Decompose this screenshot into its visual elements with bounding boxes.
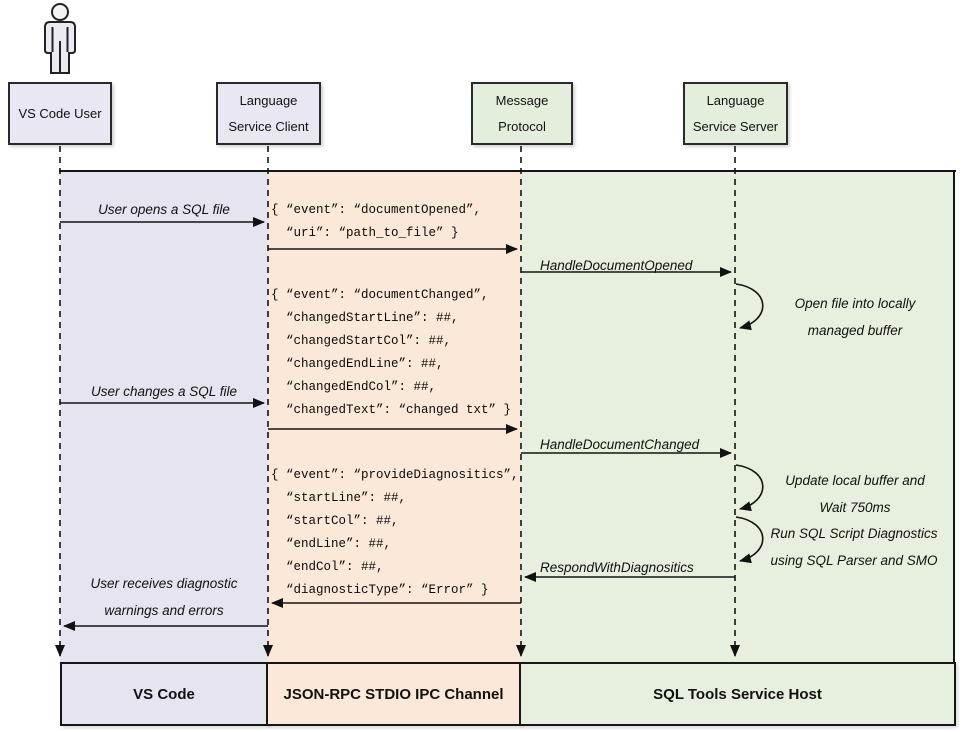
payload-document-opened: { “event”: “documentOpened”, “uri”: “pat… bbox=[271, 203, 482, 240]
note-run-sql-script-diagnostics: Run SQL Script Diagnostics using SQL Par… bbox=[770, 526, 938, 568]
message-label-respond-with-diagnostics: RespondWithDiagnositics bbox=[540, 560, 694, 575]
note-update-local-buffer: Update local buffer and Wait 750ms bbox=[785, 473, 925, 515]
self-loop-update-buffer bbox=[735, 464, 764, 512]
actor-box-language-service-server: Language Service Server bbox=[683, 82, 788, 145]
actor-label-vscode-user: VS Code User bbox=[18, 105, 102, 121]
message-label-user-changes-sql-file: User changes a SQL file bbox=[90, 384, 238, 399]
message-label-handle-document-opened: HandleDocumentOpened bbox=[540, 258, 693, 273]
message-label-user-opens-sql-file: User opens a SQL file bbox=[98, 202, 230, 217]
actor-box-message-protocol: Message Protocol bbox=[471, 82, 573, 145]
lane-box-json-rpc-stdio-ipc-channel: JSON-RPC STDIO IPC Channel bbox=[266, 662, 521, 726]
lane-band-ipc bbox=[268, 172, 521, 662]
band-top-border bbox=[59, 170, 956, 172]
message-label-user-receives-diagnostics: User receives diagnostic warnings and er… bbox=[90, 576, 238, 618]
actor-label-language-service-client: Language Service Client bbox=[228, 92, 309, 134]
self-loop-open-file bbox=[735, 283, 764, 331]
user-actor-icon bbox=[44, 3, 76, 74]
lane-box-sql-tools-service-host: SQL Tools Service Host bbox=[519, 662, 956, 726]
lane-label-sql-tools-service-host: SQL Tools Service Host bbox=[653, 685, 822, 703]
note-open-file-into-buffer: Open file into locally managed buffer bbox=[794, 296, 916, 338]
lane-band-host bbox=[521, 172, 955, 662]
lane-label-json-rpc-stdio-ipc-channel: JSON-RPC STDIO IPC Channel bbox=[283, 685, 504, 703]
payload-document-changed: { “event”: “documentChanged”, “changedSt… bbox=[271, 288, 512, 417]
lane-band-vscode bbox=[60, 172, 268, 662]
actor-label-language-service-server: Language Service Server bbox=[692, 92, 779, 134]
payload-provide-diagnostics: { “event”: “provideDiagnositics”, “start… bbox=[271, 468, 519, 597]
message-label-handle-document-changed: HandleDocumentChanged bbox=[540, 437, 700, 452]
actor-box-vscode-user: VS Code User bbox=[8, 82, 112, 145]
actor-box-language-service-client: Language Service Client bbox=[216, 82, 321, 145]
actor-label-message-protocol: Message Protocol bbox=[495, 92, 549, 134]
lane-label-vscode: VS Code bbox=[133, 685, 195, 703]
self-loop-run-diagnostics bbox=[735, 516, 764, 564]
lane-box-vscode: VS Code bbox=[60, 662, 268, 726]
